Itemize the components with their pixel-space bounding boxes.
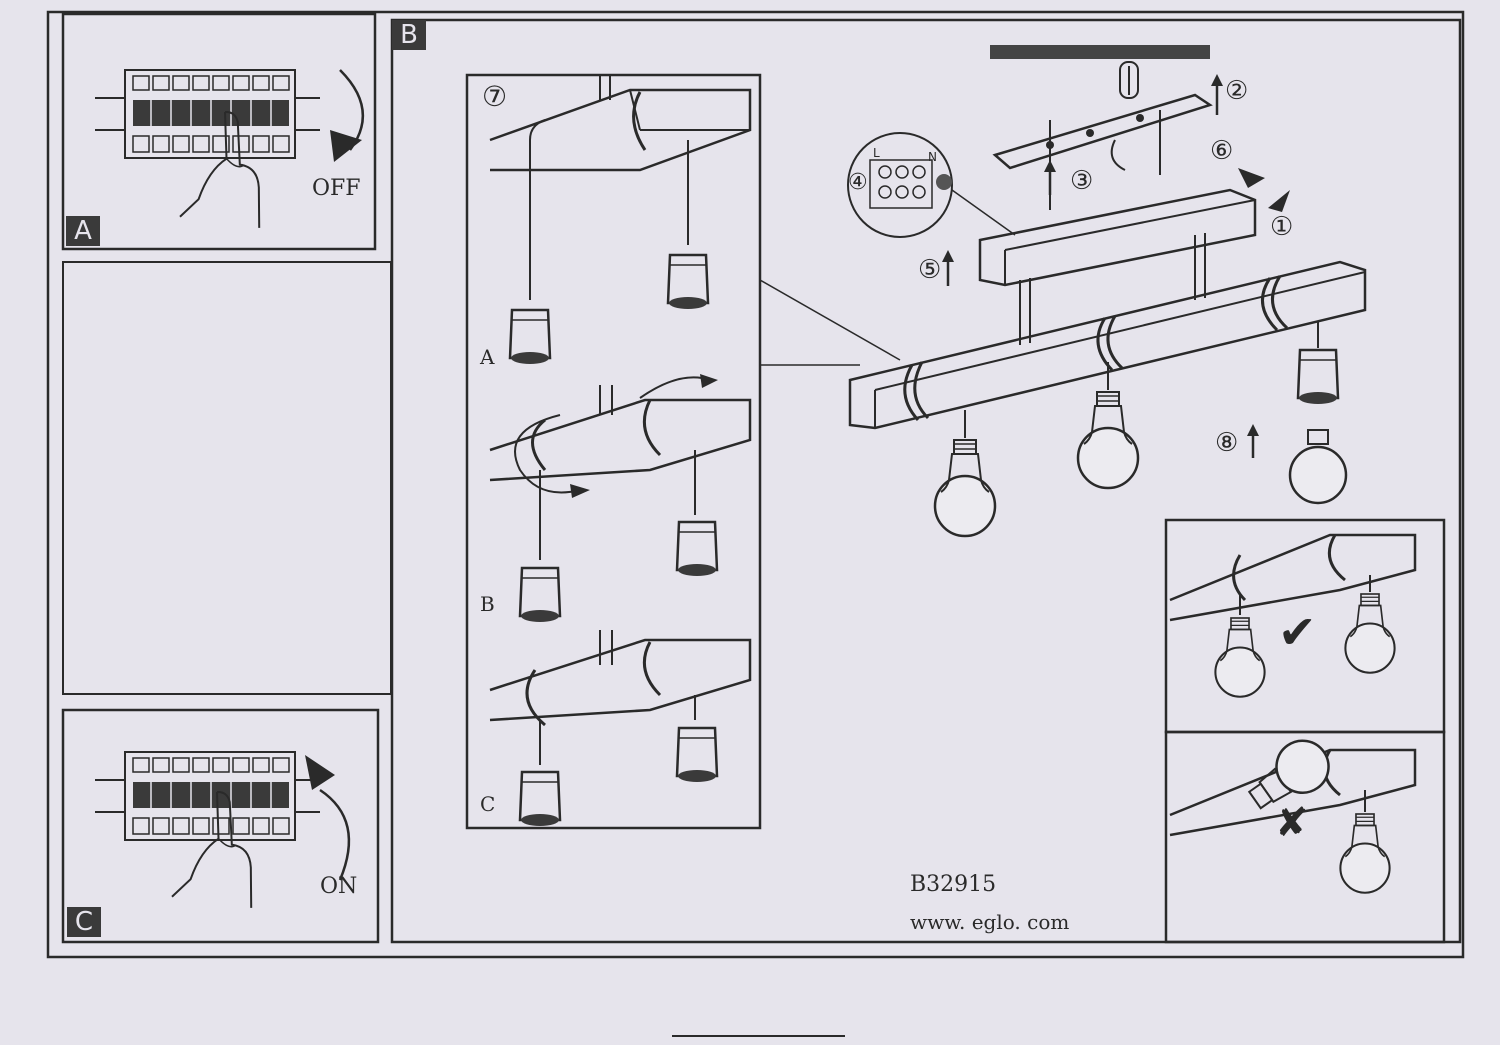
step-6-marker: ⑥ — [1210, 136, 1234, 166]
outer-border — [46, 10, 1465, 959]
substep-c-label: C — [480, 792, 496, 816]
breaker-on-illustration — [94, 751, 321, 909]
substep-c-illustration — [489, 630, 752, 828]
pendant-cords — [964, 322, 1319, 438]
substep-a-label: A — [480, 345, 495, 369]
correct-illustration — [1169, 533, 1417, 622]
ceiling-canopy — [978, 188, 1257, 345]
correct-bulb-left — [1214, 616, 1266, 698]
terminal-label-l: L — [873, 146, 880, 160]
website-url: www. eglo. com — [910, 910, 1070, 934]
substep-a-illustration — [489, 76, 752, 366]
callout-line — [759, 279, 901, 361]
wrong-inset-frame — [1164, 730, 1446, 944]
terminal-block-callout — [847, 132, 1016, 238]
on-arrowhead-icon — [305, 755, 335, 790]
wrong-illustration — [1169, 739, 1417, 837]
breaker-off-illustration — [94, 69, 321, 229]
terminal-label-n: N — [928, 150, 937, 164]
wrong-bulb-right — [1339, 812, 1391, 894]
blank-area — [62, 261, 392, 695]
correct-bulb-right — [1344, 592, 1396, 674]
step-4-marker: ④ — [848, 170, 868, 195]
on-rotation-arrow — [319, 788, 351, 881]
panel-a-frame — [61, 12, 377, 251]
step-3-marker: ③ — [1070, 166, 1094, 196]
off-caption: OFF — [312, 176, 361, 201]
substep-b-illustration — [489, 374, 752, 624]
mounting-bracket — [992, 93, 1213, 210]
socket-right — [1296, 348, 1340, 406]
off-arrowhead-icon — [330, 130, 362, 162]
panel-b-tag: B — [392, 20, 426, 50]
wooden-beam — [848, 260, 1367, 430]
wrong-cross-icon: ✘ — [1275, 800, 1309, 846]
step7-inset-frame — [465, 73, 762, 830]
step-8-marker: ⑧ — [1215, 428, 1239, 458]
step-7-marker: ⑦ — [482, 80, 508, 113]
step-5-marker: ⑤ — [918, 255, 942, 285]
ceiling-hatch — [990, 45, 1210, 59]
on-caption: ON — [320, 874, 358, 899]
correct-check-icon: ✔ — [1278, 605, 1317, 659]
bulb-left — [933, 438, 997, 538]
panel-c-frame — [61, 708, 380, 944]
wall-plug-icon — [1119, 61, 1139, 99]
step-2-marker: ② — [1225, 76, 1249, 106]
substep-b-label: B — [480, 592, 495, 616]
bulb-middle — [1076, 390, 1140, 490]
model-number: B32915 — [910, 872, 997, 897]
arrow-6-icon — [1238, 168, 1265, 188]
step-1-marker: ① — [1270, 212, 1294, 242]
bulb-being-screwed — [1288, 429, 1348, 505]
panel-a-tag: A — [66, 216, 100, 246]
panel-c-tag: C — [67, 907, 101, 937]
arrow-1-icon — [1268, 190, 1290, 212]
